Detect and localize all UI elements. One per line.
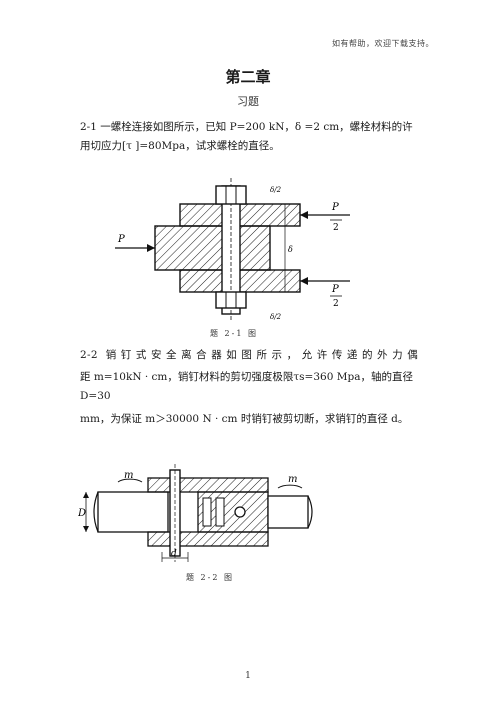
label-D: D xyxy=(78,508,86,519)
label-m-right: m xyxy=(288,474,297,485)
label-p-half-top: P xyxy=(331,202,339,213)
header-note: 如有帮助，欢迎下载支持。 xyxy=(332,39,434,48)
label-p-half-bottom: P xyxy=(331,284,339,295)
problem-2-2-line-1: 2-2 销钉式安全离合器如图所示，允许传递的外力偶 xyxy=(80,349,418,361)
problem-2-2-line-2: 距 m=10kN · cm，销钉材料的剪切强度极限τs=360 Mpa，轴的直径… xyxy=(80,371,413,402)
label-delta-half-bottom: δ/2 xyxy=(270,313,282,321)
left-shaft xyxy=(97,491,169,533)
label-two-top: 2 xyxy=(333,223,339,233)
sleeve-top xyxy=(147,477,269,493)
middle-plate xyxy=(154,225,271,271)
section-label: 习题 xyxy=(237,95,259,108)
label-p: P xyxy=(117,234,125,245)
figure-2-1-caption: 题 2-1 图 xyxy=(210,329,258,338)
label-d: d xyxy=(171,549,177,559)
bolt-head xyxy=(215,291,247,309)
label-two-bottom: 2 xyxy=(333,299,339,309)
bolt-nut xyxy=(215,185,247,205)
label-delta: δ xyxy=(288,245,293,254)
page-number: 1 xyxy=(245,671,251,681)
right-shaft xyxy=(267,495,309,529)
chapter-title: 第二章 xyxy=(225,68,271,86)
hole-icon xyxy=(234,506,246,518)
label-delta-half-top: δ/2 xyxy=(270,186,282,194)
figure-2-2: D m m d xyxy=(78,464,313,562)
figure-2-1: P P 2 P 2 δ/2 δ δ/2 xyxy=(115,178,350,322)
sleeve-bottom xyxy=(147,531,269,547)
figure-2-2-caption: 题 2-2 图 xyxy=(186,573,234,582)
problem-2-1-text: 2-1 一螺栓连接如图所示，已知 P=200 kN，δ =2 cm，螺栓材料的许… xyxy=(80,121,413,152)
problem-2-2-line-3: mm，为保证 m＞30000 N · cm 时销钉被剪切断，求销钉的直径 d。 xyxy=(80,413,409,425)
label-m-left: m xyxy=(124,470,133,481)
